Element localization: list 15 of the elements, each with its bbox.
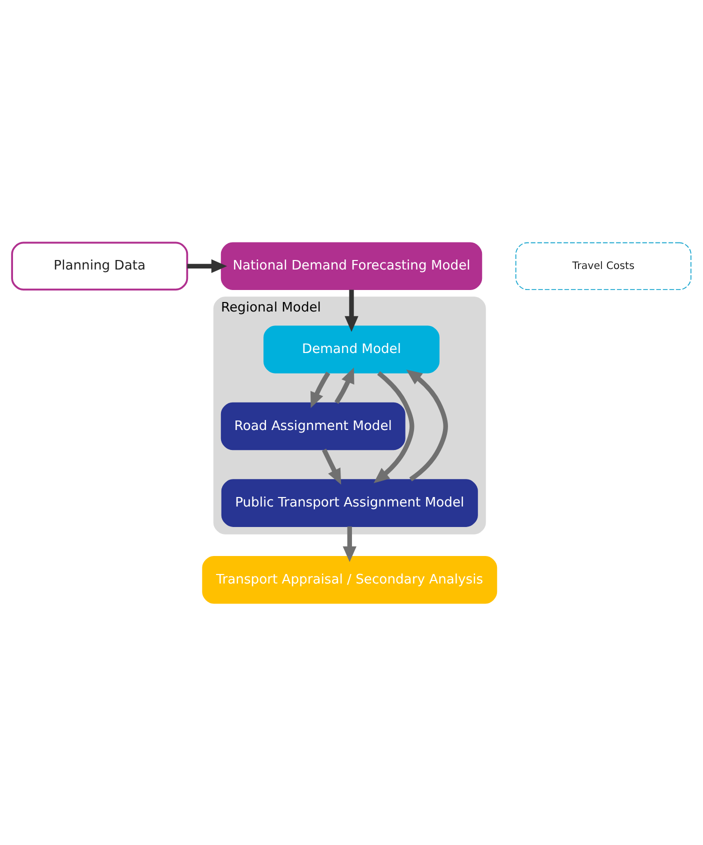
- node-box: Transport Appraisal / Secondary Analysis: [202, 555, 498, 604]
- node-box: Travel Costs: [515, 242, 692, 290]
- arrow: [406, 369, 448, 481]
- arrow: [334, 367, 354, 404]
- arrow: [322, 448, 342, 484]
- node-box: Public Transport Assignment Model: [221, 478, 478, 526]
- node-box: National Demand Forecasting Model: [220, 242, 482, 290]
- arrow: [344, 289, 358, 332]
- node-box: Road Assignment Model: [220, 402, 406, 450]
- arrow: [310, 371, 330, 408]
- node-box: Planning Data: [11, 241, 188, 290]
- arrow: [342, 526, 356, 562]
- arrow: [187, 258, 228, 273]
- node-box: Demand Model: [263, 325, 440, 373]
- arrow: [374, 370, 414, 483]
